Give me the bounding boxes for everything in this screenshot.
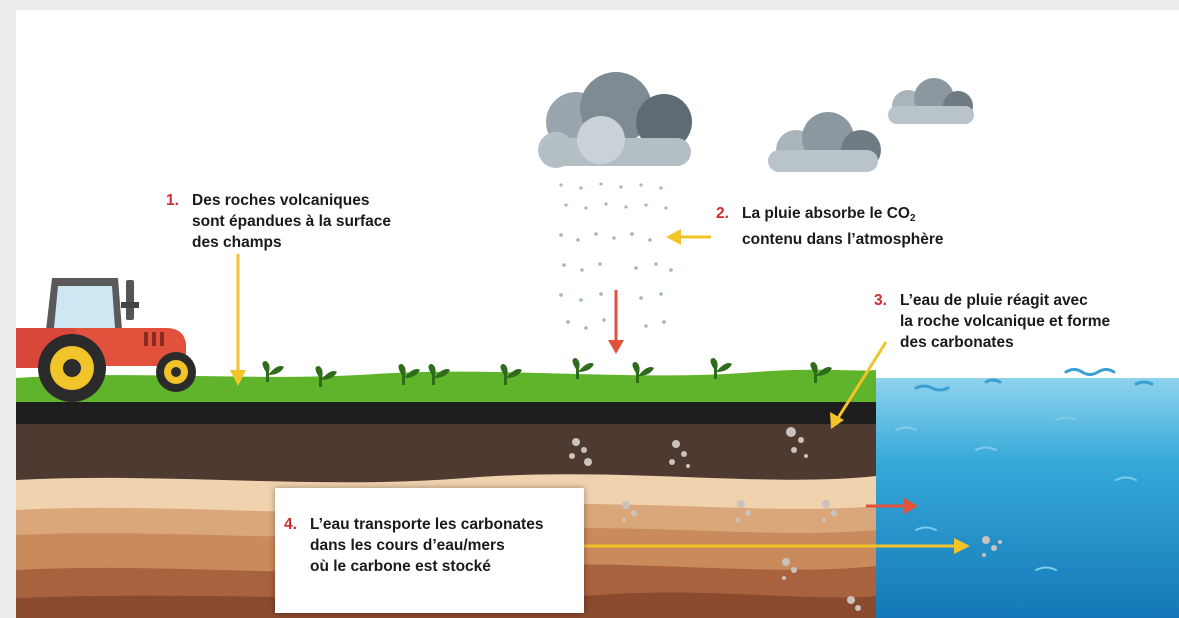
- step-number: 1.: [166, 192, 179, 209]
- step-text-line: contenu dans l’atmosphère: [742, 231, 944, 248]
- step-4-box: [275, 488, 584, 613]
- diagram-frame: 1. Des roches volcaniques sont épandues …: [16, 10, 1179, 618]
- step-text-line: des carbonates: [900, 334, 1014, 351]
- step-2-label: 2. La pluie absorbe le CO2 contenu dans …: [716, 203, 944, 250]
- cloud-icon: [538, 72, 692, 168]
- rain-icon: [559, 182, 673, 330]
- step-text-line: sont épandues à la surface: [192, 213, 391, 230]
- step-3-label: 3. L’eau de pluie réagit avec la roche v…: [874, 290, 1111, 353]
- arrow-icon: [230, 229, 970, 554]
- step-number: 2.: [716, 205, 729, 222]
- ocean-wave-icon: [914, 368, 1154, 392]
- tractor-icon: [16, 278, 196, 402]
- step-text-line: L’eau de pluie réagit avec: [900, 292, 1088, 309]
- rock-fragment-icon: [569, 427, 1002, 611]
- cloud-icon: [768, 112, 881, 172]
- step-4-label: 4. L’eau transporte les carbonates dans …: [284, 514, 544, 577]
- plant-icon: [262, 358, 832, 387]
- step-text-line: Des roches volcaniques: [192, 192, 370, 209]
- ocean: [876, 368, 1179, 618]
- step-text-line: La pluie absorbe le CO2: [742, 205, 916, 224]
- cloud-icon: [888, 78, 974, 124]
- step-text-line: des champs: [192, 234, 282, 251]
- step-text-line: où le carbone est stocké: [310, 558, 491, 575]
- step-1-label: 1. Des roches volcaniques sont épandues …: [166, 190, 391, 253]
- step-text-line: la roche volcanique et forme: [900, 313, 1111, 330]
- step-text-line: dans les cours d’eau/mers: [310, 537, 505, 554]
- step-number: 3.: [874, 292, 887, 309]
- step-text-line: L’eau transporte les carbonates: [310, 516, 544, 533]
- step-number: 4.: [284, 516, 297, 533]
